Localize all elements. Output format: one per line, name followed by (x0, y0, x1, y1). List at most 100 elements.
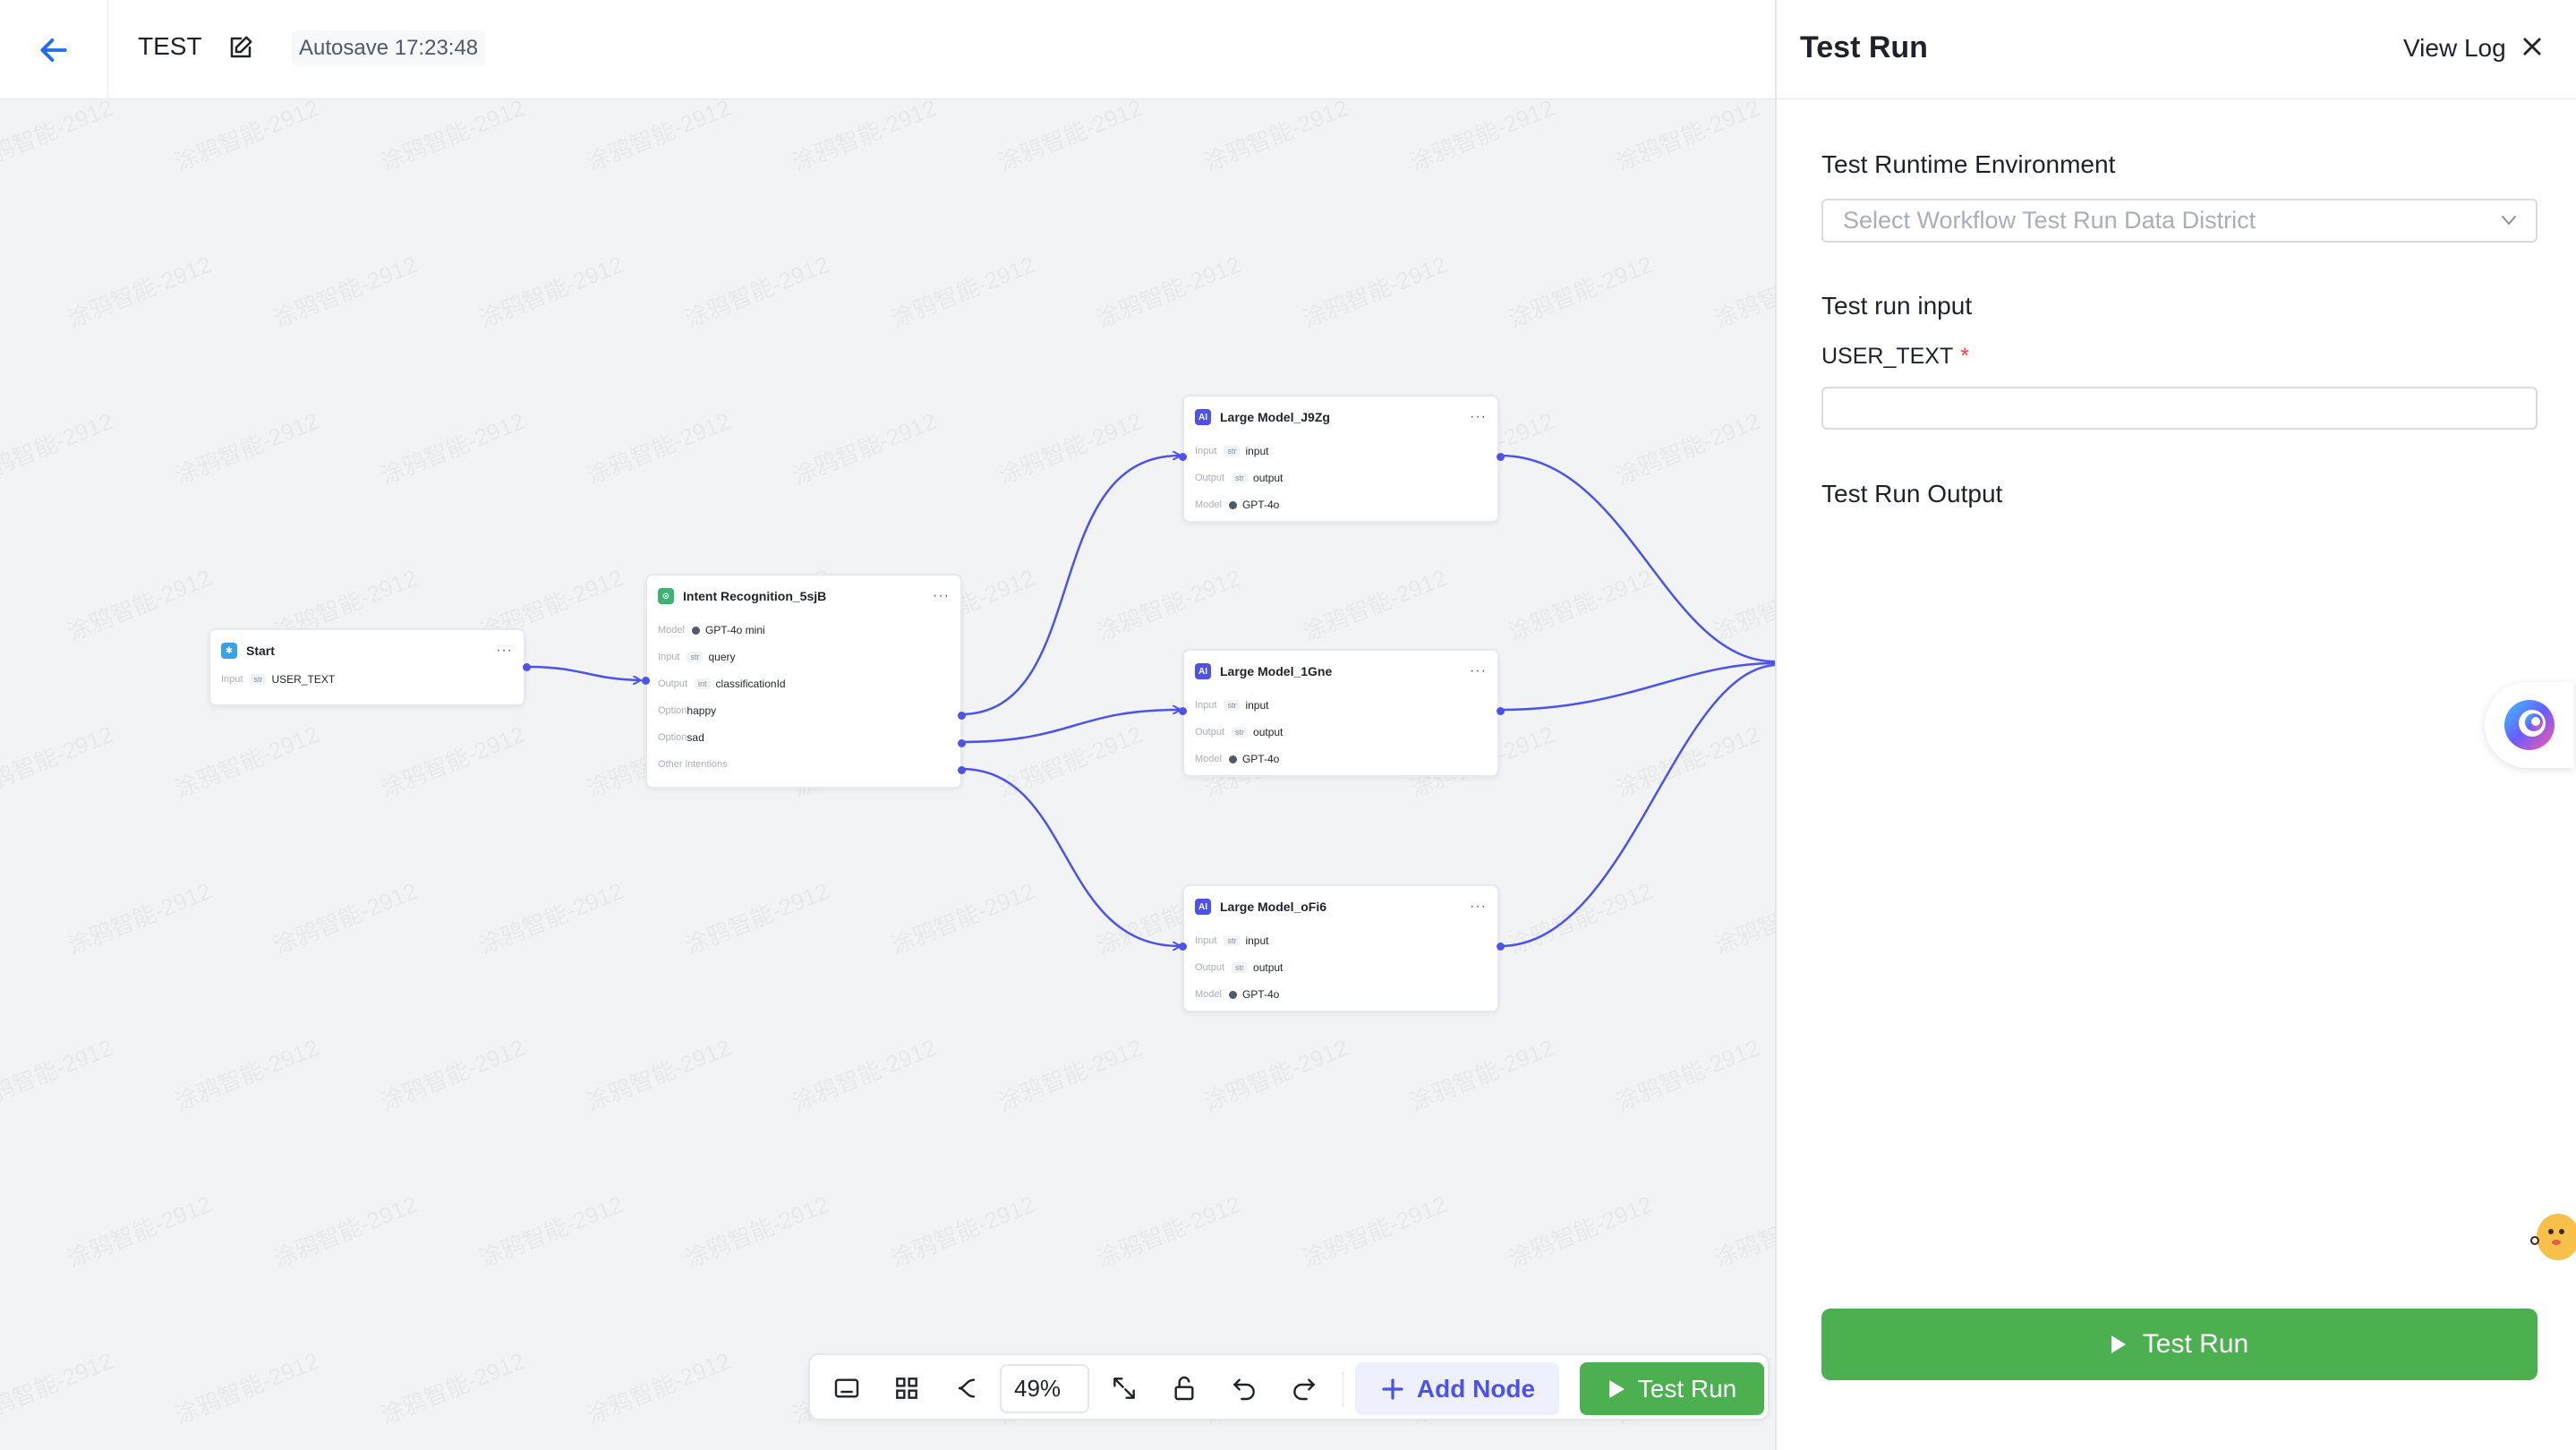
close-panel-button[interactable] (2520, 34, 2546, 61)
more-icon[interactable]: ··· (1470, 409, 1487, 424)
runtime-env-title: Test Runtime Environment (1821, 150, 2116, 178)
edge-sad-llm2[interactable] (960, 710, 1180, 744)
output-port-sad[interactable] (958, 739, 966, 747)
node-start[interactable]: ✱ Start ··· Input str USER_TEXT (209, 628, 531, 706)
toolbar-test-run-button[interactable]: Test Run (1580, 1362, 1764, 1415)
row-label: Model (1195, 499, 1222, 510)
output-port-happy[interactable] (958, 712, 966, 720)
edit-title-button[interactable] (227, 34, 256, 63)
user-text-input[interactable] (1821, 387, 2538, 430)
node-title: Large Model_J9Zg (1220, 410, 1330, 424)
test-output-title: Test Run Output (1821, 480, 2003, 508)
input-port[interactable] (1179, 453, 1187, 461)
add-node-button[interactable]: Add Node (1355, 1362, 1559, 1415)
node-header: AI Large Model_J9Zg ··· (1184, 397, 1497, 438)
expand-icon (1113, 1378, 1135, 1399)
more-icon[interactable]: ··· (1470, 899, 1487, 914)
connector-style-button[interactable] (948, 1369, 985, 1407)
type-tag: str (250, 674, 267, 685)
output-port[interactable] (1497, 707, 1505, 715)
row-label: Output (1195, 962, 1225, 973)
row-value: classificationId (715, 678, 786, 690)
edge-llm1-end[interactable] (1499, 454, 1775, 663)
row-label: Input (1195, 700, 1217, 711)
output-port[interactable] (1497, 942, 1505, 951)
arrow-left-icon (40, 38, 67, 62)
output-port[interactable] (1497, 453, 1505, 461)
field-label-text: USER_TEXT (1821, 344, 1954, 369)
panel-header: Test Run View Log (1777, 0, 2576, 99)
type-tag: int (695, 678, 711, 689)
lock-button[interactable] (1165, 1369, 1203, 1407)
node-large-model-2[interactable]: AI Large Model_1Gne ··· Input str input … (1179, 649, 1505, 777)
input-port[interactable] (1179, 707, 1187, 715)
ai-icon: AI (1195, 663, 1211, 679)
row-label: Input (221, 674, 243, 685)
workflow-canvas[interactable]: 涂鸦智能-2912涂鸦智能-2912涂鸦智能-2912涂鸦智能-2912涂鸦智能… (0, 99, 1775, 1450)
fit-view-button[interactable] (1105, 1369, 1143, 1407)
view-log-link[interactable]: View Log (2403, 34, 2506, 62)
row-label: Output (1195, 473, 1225, 483)
panel-test-run-button[interactable]: Test Run (1821, 1309, 2538, 1380)
more-icon[interactable]: ··· (496, 643, 513, 658)
model-icon (1228, 755, 1237, 763)
type-tag: str (1232, 473, 1249, 483)
node-large-model-3[interactable]: AI Large Model_oFi6 ··· Input str input … (1179, 884, 1505, 1012)
row-label: Input (658, 652, 680, 662)
node-row-output: Output int classificationId (647, 670, 960, 697)
data-district-select[interactable]: Select Workflow Test Run Data District (1821, 199, 2538, 243)
edge-llm3-end[interactable] (1499, 663, 1775, 948)
more-icon[interactable]: ··· (933, 588, 950, 603)
row-value: output (1253, 961, 1284, 974)
minimap-button[interactable] (828, 1369, 866, 1407)
redo-button[interactable] (1285, 1369, 1323, 1407)
model-icon (691, 626, 700, 635)
more-icon[interactable]: ··· (1470, 663, 1487, 678)
node-title: Large Model_1Gne (1220, 664, 1333, 678)
mascot-helper[interactable] (2529, 1207, 2576, 1262)
input-port[interactable] (1179, 942, 1187, 951)
plus-icon (1382, 1378, 1403, 1400)
row-label: Output (658, 678, 688, 689)
type-tag: str (1232, 727, 1249, 738)
zoom-level[interactable]: 49% (1000, 1364, 1089, 1413)
output-port-other[interactable] (958, 766, 966, 774)
node-row-option-sad: Option sad (647, 724, 960, 751)
node-large-model-1[interactable]: AI Large Model_J9Zg ··· Input str input … (1179, 395, 1505, 523)
connector-icon (958, 1378, 976, 1398)
node-row-output: Output str output (1184, 954, 1497, 981)
undo-button[interactable] (1225, 1369, 1263, 1407)
ai-icon: AI (1195, 899, 1211, 915)
play-icon (1608, 1379, 1625, 1398)
input-port[interactable] (642, 677, 650, 685)
node-title: Large Model_oFi6 (1220, 900, 1327, 914)
test-input-title: Test run input (1821, 292, 1973, 320)
back-button[interactable] (0, 0, 108, 99)
autosave-status: Autosave 17:23:48 (292, 30, 486, 66)
start-icon: ✱ (221, 643, 237, 659)
auto-layout-button[interactable] (888, 1369, 925, 1407)
row-label: Other intentions (658, 759, 728, 770)
row-value: GPT-4o mini (704, 624, 765, 636)
node-intent-recognition[interactable]: ⊙ Intent Recognition_5sjB ··· Model GPT-… (642, 574, 966, 789)
row-label: Model (658, 625, 685, 635)
node-row-output: Output str output (1184, 719, 1497, 746)
row-value: USER_TEXT (271, 673, 336, 686)
play-icon (2111, 1335, 2126, 1353)
edge-happy-llm1[interactable] (960, 456, 1180, 716)
edge-other-llm3[interactable] (960, 767, 1180, 946)
panel-run-label: Test Run (2142, 1329, 2249, 1359)
test-run-label: Test Run (1637, 1374, 1737, 1403)
ai-assistant-button[interactable] (2485, 682, 2574, 768)
grid-icon (896, 1378, 917, 1399)
intent-icon: ⊙ (658, 588, 674, 604)
undo-icon (1233, 1378, 1255, 1401)
output-port[interactable] (523, 663, 531, 671)
unlock-icon (1174, 1376, 1194, 1401)
row-label: Model (1195, 754, 1222, 764)
edge-start-intent[interactable] (527, 665, 640, 680)
row-label: Input (1195, 935, 1217, 946)
node-row-model: Model GPT-4o (1184, 746, 1497, 772)
edge-llm2-end[interactable] (1499, 661, 1775, 712)
type-tag: str (1232, 962, 1249, 973)
